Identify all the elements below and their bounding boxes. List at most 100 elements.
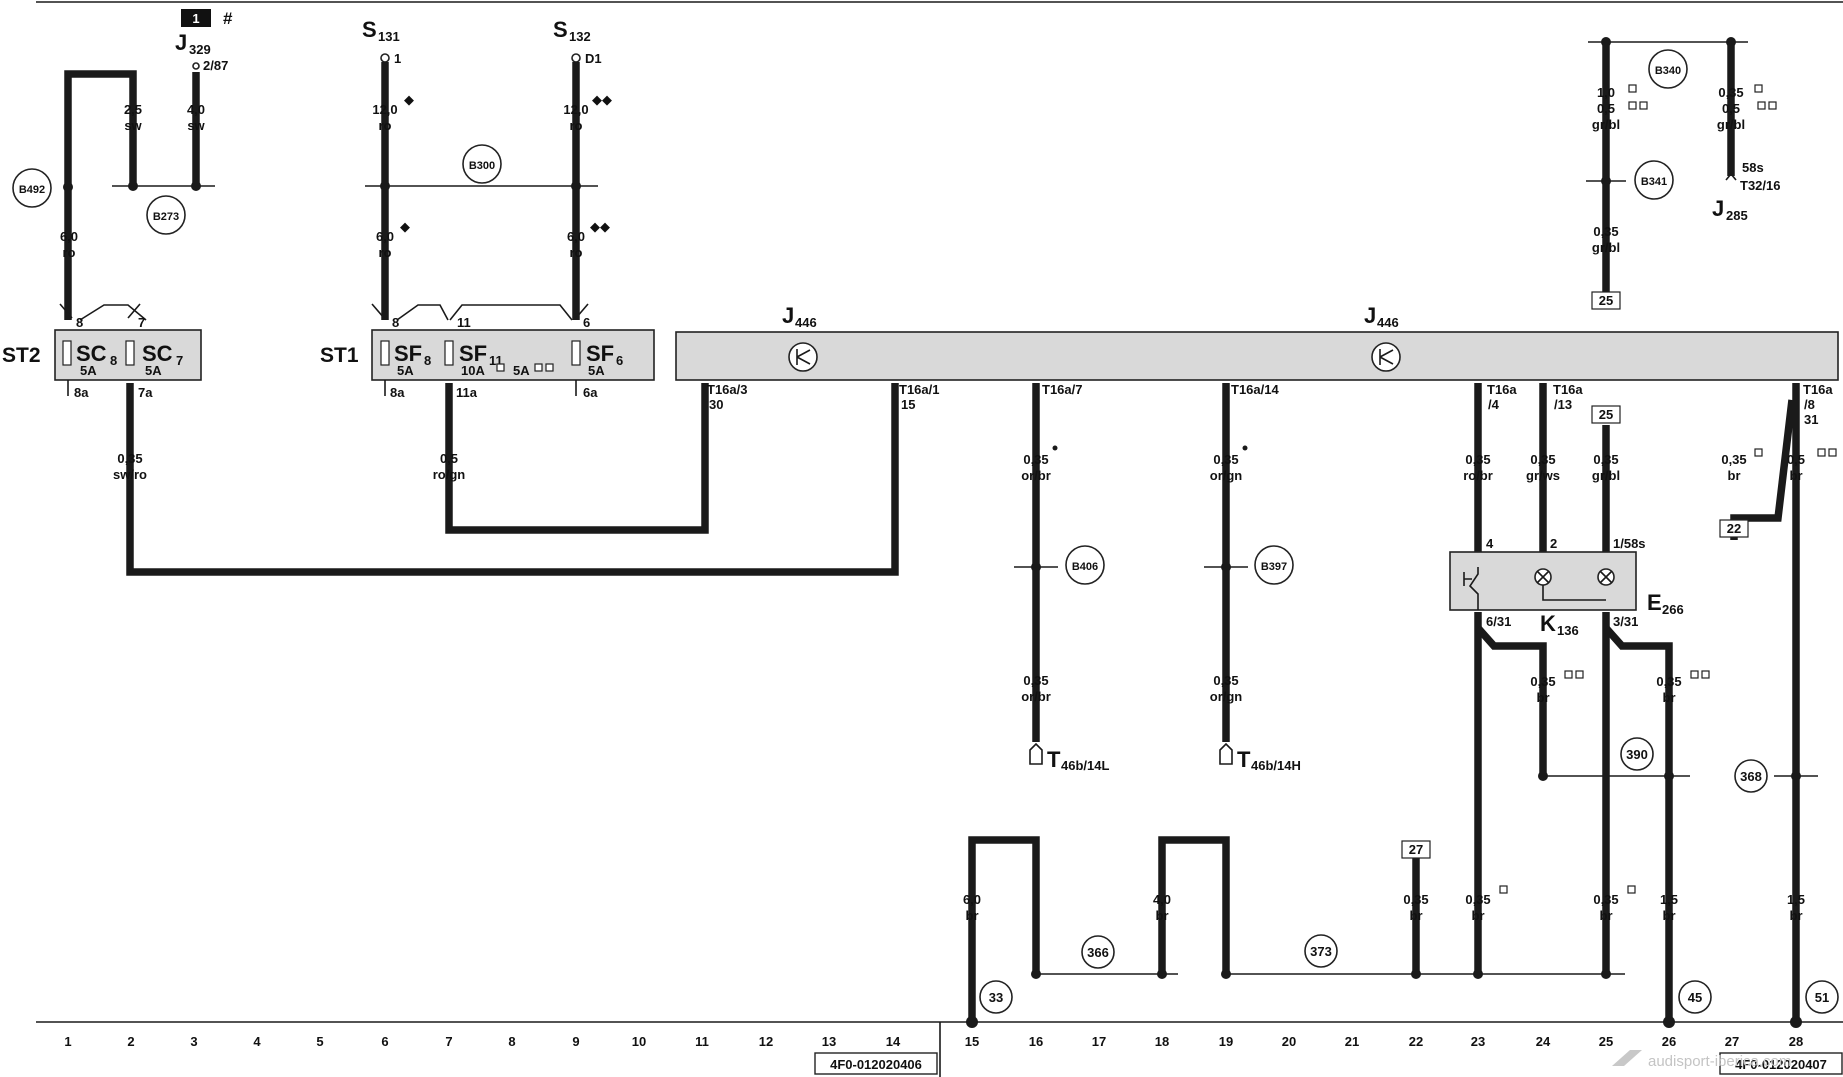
diamond-icon: ◆◆ <box>590 219 610 234</box>
connection-51 <box>1805 980 1839 1014</box>
pin-label: 6 <box>583 315 590 330</box>
internal-wire <box>1542 585 1606 601</box>
ground-dot <box>966 1016 978 1028</box>
option-square-icon <box>1768 101 1777 110</box>
splice-dot <box>1664 771 1674 781</box>
ref-label: 27 <box>1409 842 1423 857</box>
column-number: 23 <box>1471 1034 1485 1049</box>
column-number: 17 <box>1092 1034 1106 1049</box>
pin-label: T16a/1 <box>899 382 939 397</box>
wire-label: sw/ro <box>113 467 147 482</box>
option-square-icon <box>1628 101 1637 110</box>
s131-label: S <box>362 17 377 42</box>
module-j446 <box>675 331 1839 381</box>
option-square-icon <box>1757 101 1766 110</box>
splice-dot <box>1473 969 1483 979</box>
fuse-icon <box>62 340 72 366</box>
connection-b300 <box>462 144 502 184</box>
wire-label: or/br <box>1021 689 1051 704</box>
column-number: 25 <box>1599 1034 1613 1049</box>
switch-icon <box>1463 567 1479 610</box>
column-number: 19 <box>1219 1034 1233 1049</box>
splice-dot <box>1157 969 1167 979</box>
wire-arrow <box>59 303 73 319</box>
diamond-icon: ◆◆ <box>592 92 612 107</box>
wire-label: gr/bl <box>1592 117 1620 132</box>
connection-label: B300 <box>469 160 495 172</box>
wire-label: br <box>1790 468 1803 483</box>
pin-label: T16a <box>1487 382 1517 397</box>
option-dot-icon <box>1242 445 1248 451</box>
pin-label: 31 <box>1804 412 1818 427</box>
wire-label: br <box>1728 468 1741 483</box>
column-number: 1 <box>64 1034 71 1049</box>
j446-sub: 446 <box>795 315 817 330</box>
fuse-bridge <box>449 304 573 321</box>
pin-label: 7 <box>138 315 145 330</box>
wire-label: br <box>1663 690 1676 705</box>
pin-label: 2 <box>1550 536 1557 551</box>
wire-label: sw <box>187 118 205 133</box>
watermark-logo-icon <box>1612 1050 1642 1066</box>
diamond-icon: ◆ <box>400 219 410 234</box>
t46b14l-sub: 46b/14L <box>1061 758 1109 773</box>
s132-pin: D1 <box>585 51 602 66</box>
j285-label: J <box>1712 196 1724 221</box>
wire-label: 1,0 <box>1597 85 1615 100</box>
column-number: 12 <box>759 1034 773 1049</box>
connection-label: 366 <box>1087 945 1109 960</box>
watermark: audisport-iberica.com <box>1648 1053 1791 1070</box>
column-number: 13 <box>822 1034 836 1049</box>
pin-label: 11a <box>456 385 478 400</box>
fuse-sc8: SC <box>76 341 107 366</box>
wire-b492-loop <box>64 70 137 320</box>
fuse-sf8: SF <box>394 341 422 366</box>
column-number: 22 <box>1409 1034 1423 1049</box>
option-square-icon <box>496 363 505 372</box>
option-square-icon <box>545 363 554 372</box>
connection-45 <box>1678 980 1712 1014</box>
wire-label: 1,5 <box>1660 892 1678 907</box>
fuse-sc7: SC <box>142 341 173 366</box>
transistor-symbol <box>796 349 811 365</box>
j285-pin: T32/16 <box>1740 178 1780 193</box>
t46b14h-label: T <box>1237 747 1251 772</box>
ref-box <box>1591 405 1621 424</box>
splice-dot <box>1031 562 1041 572</box>
splice-dot <box>1411 969 1421 979</box>
wire-arrow <box>575 303 589 319</box>
splice-dot <box>128 181 138 191</box>
wire-label: br <box>1663 908 1676 923</box>
pin-label: T16a/14 <box>1231 382 1279 397</box>
pin-label: 15 <box>901 397 915 412</box>
fuse-amp: 5A <box>145 363 162 378</box>
wire-label: 0,35 <box>1656 674 1681 689</box>
wire-br22 <box>1730 399 1796 540</box>
fuse-sub: 6 <box>616 353 623 368</box>
wire-label: gr/bl <box>1592 240 1620 255</box>
option-square-icon <box>534 363 543 372</box>
wire-label: br <box>1472 908 1485 923</box>
pin-label: 8 <box>76 315 83 330</box>
fuse-sf11: SF <box>459 341 487 366</box>
pin-label: 6/31 <box>1486 614 1511 629</box>
wire-label: 4,0 <box>187 102 205 117</box>
column-number: 9 <box>572 1034 579 1049</box>
transistor-icon <box>1371 342 1401 372</box>
wire-rogn <box>445 383 709 534</box>
splice-dot <box>191 181 201 191</box>
connection-label: 33 <box>989 990 1003 1005</box>
connection-390 <box>1620 737 1654 771</box>
splice-dot <box>1221 562 1231 572</box>
option-square-icon <box>1628 84 1637 93</box>
fuse-icon <box>125 340 135 366</box>
pin-label: 3/31 <box>1613 614 1638 629</box>
st2-label: ST2 <box>2 344 41 367</box>
j329-label: J <box>175 30 187 55</box>
t46b14l-label: T <box>1047 747 1061 772</box>
splice-dot <box>63 182 73 192</box>
splice-dot <box>1601 37 1611 47</box>
wire-label: br <box>1790 908 1803 923</box>
s132-label: S <box>553 17 568 42</box>
